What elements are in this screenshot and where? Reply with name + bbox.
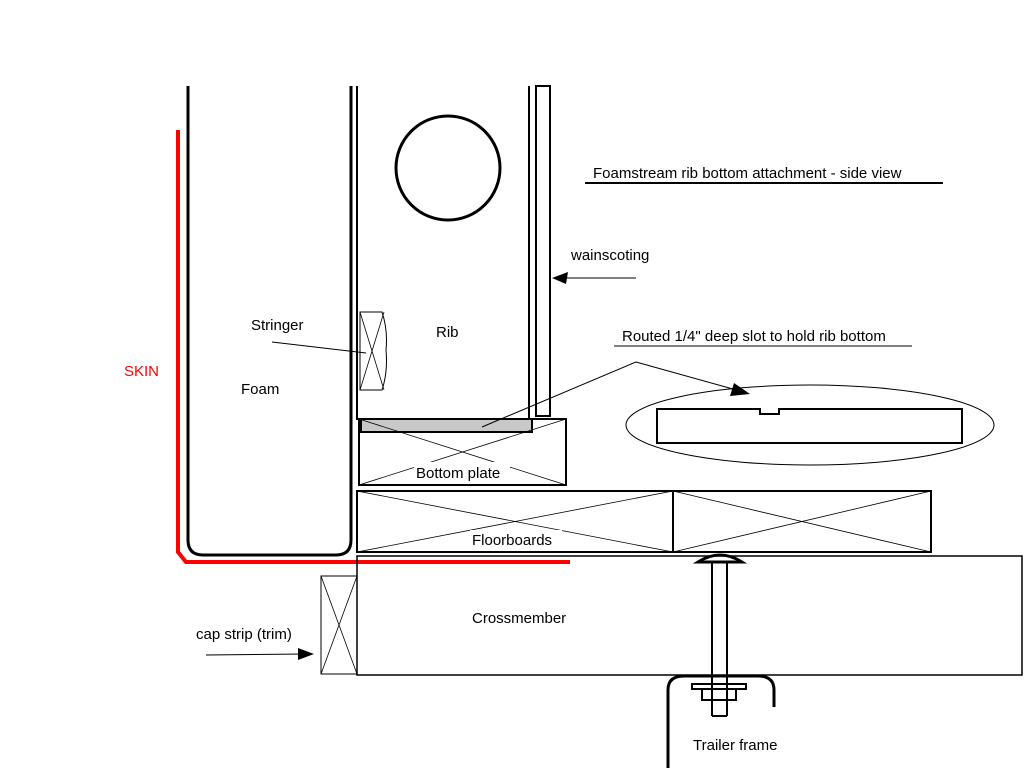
wainscoting-panel: [535, 85, 551, 417]
floorboard-right: [672, 490, 932, 553]
bottom-plate: [358, 418, 567, 486]
crossmember-label: Crossmember: [472, 610, 566, 627]
floorboards-label: Floorboards: [472, 532, 552, 549]
rib-lightening-hole: [394, 114, 502, 222]
bottom-plate-label: Bottom plate: [416, 465, 500, 482]
stringer-cross-2: [359, 311, 385, 391]
bottom-plate-cross-2: [358, 418, 567, 486]
bolt-nut: [701, 688, 737, 701]
slot-detail-board: [656, 408, 963, 444]
cap-strip-label: cap strip (trim): [196, 626, 292, 643]
routed-slot-arrowhead: [730, 383, 750, 396]
rib-label: Rib: [436, 324, 459, 341]
wainscoting-label: wainscoting: [570, 247, 649, 264]
skin: [176, 130, 570, 564]
bolt-head: [692, 553, 748, 564]
stringer-leader: [271, 341, 367, 354]
rib-bottom-in-slot: [360, 418, 533, 433]
floorboard-right-cross-2: [672, 490, 932, 553]
floorboards-label-bg: [470, 530, 562, 549]
cap-strip-cross-2: [320, 575, 358, 675]
trailer-frame-label: Trailer frame: [693, 737, 777, 754]
cap-strip: [320, 575, 358, 675]
bottom-plate-label-bg: [414, 462, 510, 482]
trailer-frame: [666, 674, 776, 768]
cap-strip-arrowhead: [298, 648, 314, 660]
crossmember: [356, 555, 1023, 676]
routed-slot-label: Routed 1/4" deep slot to hold rib bottom: [622, 328, 886, 345]
routed-slot-leader-2: [635, 361, 741, 392]
skin-label: SKIN: [124, 363, 159, 380]
cap-strip-leader: [205, 653, 305, 656]
floorboard-left-cross-2: [356, 490, 674, 553]
foam-panel: [186, 86, 353, 557]
diagram-title: Foamstream rib bottom attachment - side …: [593, 165, 902, 182]
foam-label: Foam: [241, 381, 279, 398]
slot-detail-ellipse: [625, 384, 995, 466]
stringer-label: Stringer: [251, 317, 304, 334]
wainscoting-arrowhead: [552, 272, 568, 284]
routed-slot-leader-1: [481, 361, 637, 428]
